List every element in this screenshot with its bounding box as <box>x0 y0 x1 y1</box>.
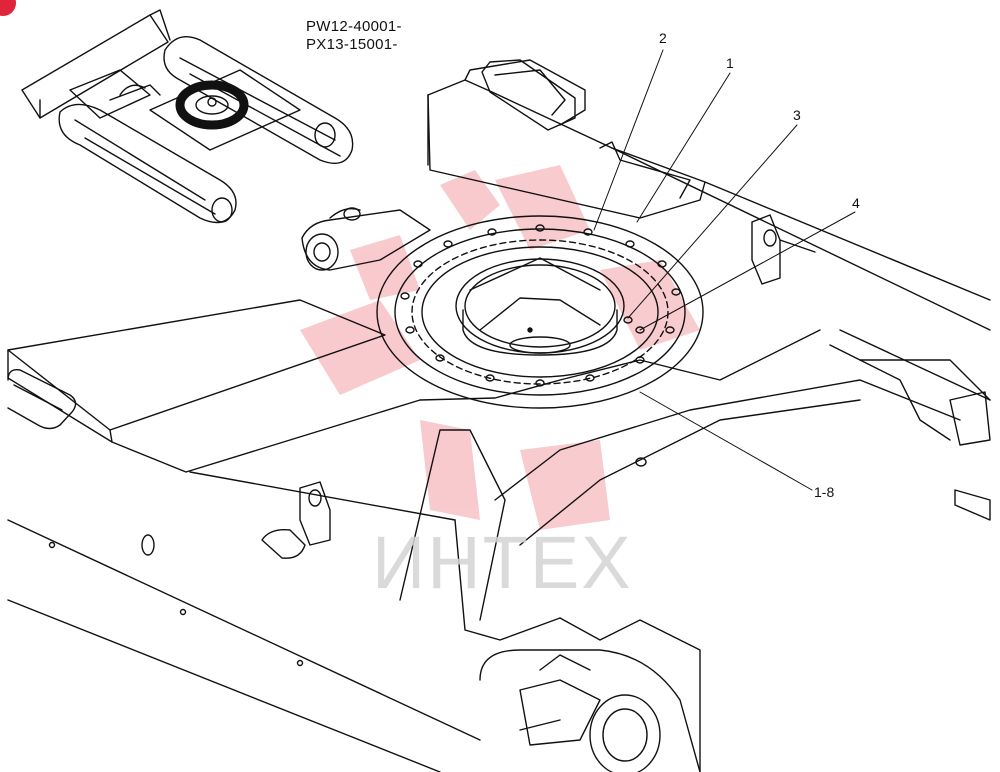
callout-1-8: 1-8 <box>814 484 835 500</box>
callout-4: 4 <box>852 195 860 211</box>
bearing-bolts <box>400 224 681 387</box>
callout-2: 2 <box>659 30 667 46</box>
swing-bearing <box>376 215 704 409</box>
watermark-text: ИНТЕХ <box>372 521 633 604</box>
inset-view <box>21 9 354 224</box>
serial-range-line-1: PW12-40001- <box>306 18 402 35</box>
callout-3: 3 <box>793 107 801 123</box>
corner-marker <box>0 0 16 16</box>
watermark-logo <box>300 165 700 530</box>
main-frame <box>7 59 991 772</box>
serial-range-line-2: PX13-15001- <box>306 36 398 53</box>
leader-lines <box>593 49 856 491</box>
callout-1: 1 <box>726 55 734 71</box>
